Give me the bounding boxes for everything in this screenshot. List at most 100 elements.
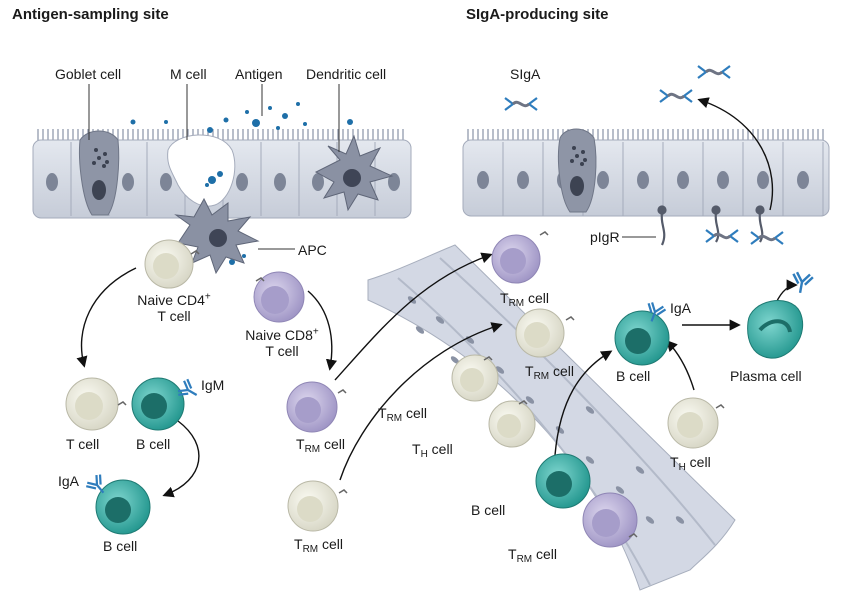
nucleus (388, 173, 400, 191)
granule (102, 164, 106, 168)
label-dendritic-cell: Dendritic cell (306, 66, 387, 82)
th-cell-vessel (488, 400, 536, 448)
nucleus (477, 171, 489, 189)
label-iga-right: IgA (670, 300, 692, 316)
vessel-nucleus (450, 356, 460, 364)
granule (92, 161, 96, 165)
trm-cell-d (287, 480, 339, 532)
goblet-cell (79, 130, 120, 216)
nucleus (597, 171, 609, 189)
arrows (76, 97, 798, 498)
antigen-dot (347, 119, 353, 125)
trm-cell-c (286, 381, 338, 433)
granule (94, 148, 98, 152)
granule (103, 152, 107, 156)
granule (572, 146, 576, 150)
antigen-dot (252, 119, 260, 127)
right-epithelium (462, 128, 830, 217)
siga-icon (750, 231, 784, 245)
granule (583, 158, 587, 162)
receptor-tick (255, 277, 265, 282)
label-m-cell: M cell (170, 66, 207, 82)
goblet-cell-right (557, 128, 597, 213)
label-trm-vessel-b: TRM cell (508, 546, 558, 565)
antigen-dot (207, 127, 213, 133)
b-cell-iga-left (95, 479, 151, 535)
label-b-cell-igm: B cell (136, 436, 171, 452)
nucleus (274, 173, 286, 191)
plasma-cell (747, 300, 804, 359)
vessel-nucleus (495, 366, 505, 374)
receptor-tick (190, 250, 200, 255)
trm-cell-vessel-b (582, 492, 638, 548)
trm-cell-b (515, 308, 565, 358)
naive-cd8-cell (253, 271, 305, 323)
label-iga-left: IgA (58, 473, 80, 489)
vessel-nucleus (635, 466, 645, 474)
b-cell-vessel (535, 453, 591, 509)
label-trm-b: TRM cell (525, 363, 575, 382)
vessel-nucleus (585, 406, 595, 414)
antibody-icon (85, 474, 105, 494)
nucleus (677, 171, 689, 189)
label-trm-d: TRM cell (294, 536, 344, 555)
nucleus (797, 171, 809, 189)
pigr-receptors (657, 205, 765, 246)
label-siga: SIgA (510, 66, 541, 82)
title-antigen-sampling: Antigen-sampling site (12, 6, 169, 23)
b-cell-iga-right (614, 310, 670, 366)
antigen-dot (164, 120, 168, 124)
label-trm-c: TRM cell (296, 436, 346, 455)
antibody-icon (792, 271, 814, 294)
receptor-tick (628, 533, 638, 538)
antigen-dot (303, 122, 307, 126)
antigen-dot (130, 119, 136, 125)
antigen-dot (296, 102, 300, 106)
antigen-dot (242, 254, 246, 258)
nucleus (122, 173, 134, 191)
nucleus (46, 173, 58, 191)
antigen-dot (205, 183, 209, 187)
siga-icon (504, 97, 538, 111)
apc-cell (174, 197, 260, 275)
label-b-cell-right: B cell (616, 368, 651, 384)
label-plasma-cell: Plasma cell (730, 368, 802, 384)
receptor-tick (337, 389, 347, 394)
t-cell-left (65, 377, 119, 431)
nucleus (517, 171, 529, 189)
siga-icon (659, 89, 693, 103)
granule (575, 154, 579, 158)
antigen-dot (223, 117, 229, 123)
label-goblet-cell: Goblet cell (55, 66, 122, 82)
label-trm-vessel-a: TRM cell (378, 405, 428, 424)
siga-icon (705, 229, 739, 243)
naive-cd4-cell (144, 239, 194, 289)
antigen-dot (208, 176, 216, 184)
granule (580, 162, 584, 166)
receptor-tick (715, 404, 725, 409)
nucleus (637, 171, 649, 189)
label-b-cell-iga-left: B cell (103, 538, 138, 554)
receptor-tick (117, 401, 127, 406)
label-naive-cd4: Naive CD4+T cell (137, 291, 211, 324)
left-epithelium (32, 129, 412, 219)
b-cell-igm (131, 377, 185, 431)
label-trm-a: TRM cell (500, 290, 550, 309)
antigen-dot (217, 171, 223, 177)
granule (105, 160, 109, 164)
title-siga-producing: SIgA-producing site (466, 6, 609, 23)
antigen-dot (276, 126, 280, 130)
receptor-tick (518, 400, 528, 405)
nucleus (236, 173, 248, 191)
label-antigen: Antigen (235, 66, 283, 82)
siga-icon (697, 65, 731, 79)
vessel-nucleus (415, 326, 425, 334)
antigen-dot (229, 259, 235, 265)
receptor-tick (565, 316, 575, 321)
nucleus (160, 173, 172, 191)
label-t-cell: T cell (66, 436, 100, 452)
vessel-nucleus (435, 316, 445, 324)
label-th-vessel: TH cell (412, 441, 453, 460)
antigen-particles (130, 102, 353, 265)
